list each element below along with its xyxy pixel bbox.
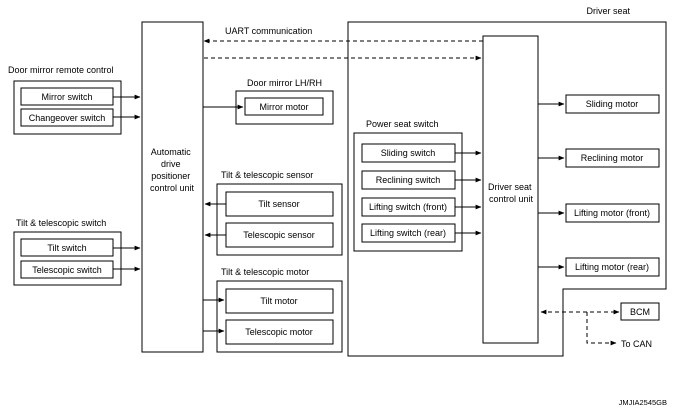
tilt-motor-label: Tilt motor: [260, 296, 297, 306]
figure-code: JMJIA2545GB: [619, 398, 667, 407]
door-mirror-remote-title: Door mirror remote control: [8, 65, 114, 75]
driver-seat-label: Driver seat: [586, 6, 630, 16]
telescopic-motor-label: Telescopic motor: [245, 327, 313, 337]
tilt-telescopic-motor-title: Tilt & telescopic motor: [221, 267, 309, 277]
door-mirror-title: Door mirror LH/RH: [247, 78, 322, 88]
tilt-sensor-box: [225, 191, 334, 217]
telescopic-switch-label: Telescopic switch: [32, 265, 102, 275]
telescopic-motor-box: [225, 319, 334, 345]
can-link: [586, 312, 617, 346]
lifting-motor-front-box: [565, 203, 660, 223]
tilt-sensor-label: Tilt sensor: [258, 199, 299, 209]
driver-seat-control-unit-box: [482, 35, 539, 344]
bcm-box: [620, 302, 660, 321]
lifting-motor-rear-label: Lifting motor (rear): [575, 262, 649, 272]
telescopic-sensor-box: [225, 222, 334, 248]
tilt-switch-label: Tilt switch: [47, 243, 86, 253]
driver-seat-control-unit-label: Driver seat control unit: [488, 182, 534, 204]
power-seat-switch-title: Power seat switch: [366, 119, 439, 129]
lifting-switch-rear-label: Lifting switch (rear): [370, 228, 446, 238]
telescopic-sensor-label: Telescopic sensor: [243, 230, 315, 240]
reclining-motor-box: [565, 148, 660, 168]
adp-control-unit-label: Automatic drive positioner control unit: [150, 147, 195, 193]
driver-seat-outline: [347, 21, 667, 357]
mirror-motor-label: Mirror motor: [260, 102, 309, 112]
lifting-motor-rear-box: [565, 257, 660, 277]
lifting-motor-front-label: Lifting motor (front): [574, 208, 650, 218]
sliding-motor-label: Sliding motor: [586, 99, 639, 109]
tilt-telescopic-switch-title: Tilt & telescopic switch: [16, 218, 106, 228]
mirror-switch-label: Mirror switch: [42, 92, 93, 102]
tilt-motor-box: [225, 288, 334, 314]
uart-label: UART communication: [225, 26, 312, 36]
lifting-switch-front-label: Lifting switch (front): [369, 202, 447, 212]
tilt-telescopic-sensor-title: Tilt & telescopic sensor: [221, 170, 313, 180]
adp-control-unit-box: [141, 21, 204, 353]
bcm-label: BCM: [630, 307, 650, 317]
reclining-switch-label: Reclining switch: [376, 175, 441, 185]
sliding-motor-box: [565, 94, 660, 114]
changeover-switch-label: Changeover switch: [29, 113, 106, 123]
to-can-label: To CAN: [621, 339, 652, 349]
sliding-switch-label: Sliding switch: [381, 148, 436, 158]
mirror-motor-box: [244, 97, 324, 116]
reclining-motor-label: Reclining motor: [581, 153, 644, 163]
